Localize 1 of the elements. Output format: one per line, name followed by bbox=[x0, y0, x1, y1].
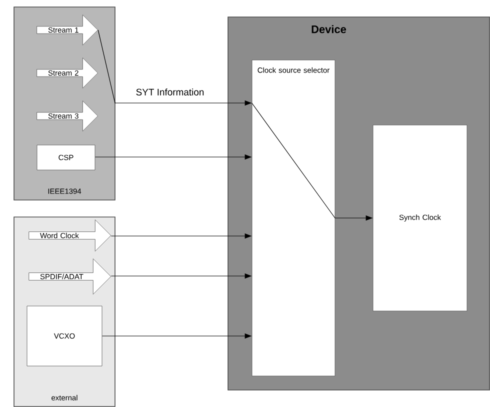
edge-label: SYT Information bbox=[136, 88, 204, 96]
